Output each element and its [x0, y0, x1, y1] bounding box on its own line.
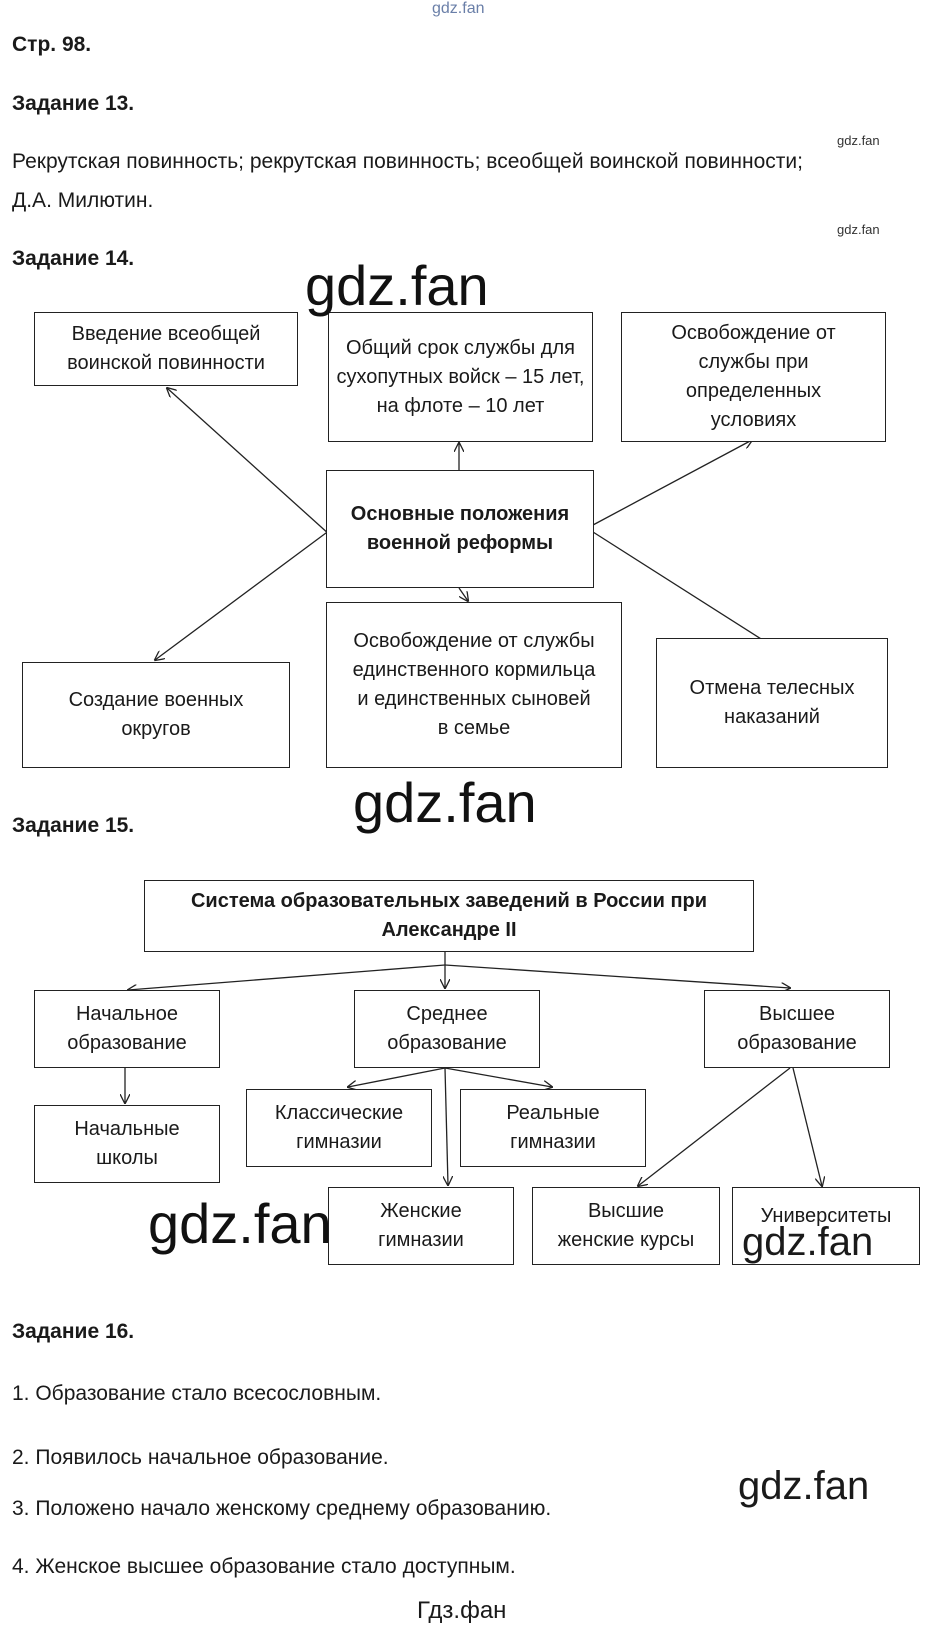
box-classical-gymnasiums: Классические гимназии	[246, 1089, 432, 1167]
box-service-term: Общий срок службы для сухопутных войск –…	[328, 312, 593, 442]
task13-text-line2: Д.А. Милютин.	[12, 189, 154, 212]
arrow-to-punishments	[592, 531, 791, 658]
box-secondary-education: Среднее образование	[354, 990, 540, 1068]
arrow-to-districts	[155, 529, 331, 660]
box-higher-education: Высшее образование	[704, 990, 890, 1068]
box-women-gymnasiums: Женские гимназии	[328, 1187, 514, 1265]
arrow-to-exemption-conditions	[592, 440, 752, 526]
watermark-large: gdz.fan	[738, 1464, 870, 1508]
box-universities: Университеты	[732, 1187, 920, 1265]
page-reference: Стр. 98.	[12, 33, 92, 56]
arrow-to-universal-service	[167, 388, 331, 536]
task13-text-line1: Рекрутская повинность; рекрутская повинн…	[12, 150, 803, 173]
task16-item: 4. Женское высшее образование стало дост…	[12, 1555, 516, 1578]
task14-title: Задание 14.	[12, 247, 135, 270]
watermark-large: gdz.fan	[305, 254, 489, 317]
box-universal-service: Введение всеобщей воинской повинности	[34, 312, 298, 386]
task16-title: Задание 16.	[12, 1320, 135, 1343]
arrow-to-exemption-sons	[458, 587, 468, 601]
box-exemption-conditions: Освобождение от службы при определенных …	[621, 312, 886, 442]
watermark-small: gdz.fan	[837, 133, 880, 148]
watermark-top: gdz.fan	[432, 0, 485, 17]
box-primary-education: Начальное образование	[34, 990, 220, 1068]
arrow-to-classical	[348, 1067, 446, 1087]
arrow-to-women-courses	[638, 1067, 791, 1186]
watermark-small: gdz.fan	[837, 222, 880, 237]
task16-item: 3. Положено начало женскому среднему обр…	[12, 1497, 552, 1520]
box-corporal-punishment: Отмена телесных наказаний	[656, 638, 888, 768]
box-real-gymnasiums: Реальные гимназии	[460, 1089, 646, 1167]
arrow-to-universities	[792, 1067, 822, 1186]
arrow-to-primary	[128, 964, 446, 990]
task16-item: 2. Появилось начальное образование.	[12, 1446, 389, 1469]
arrow-to-real	[444, 1067, 552, 1087]
task13-title: Задание 13.	[12, 92, 135, 115]
arrow-to-higher	[444, 964, 790, 988]
box-military-districts: Создание военных округов	[22, 662, 290, 768]
task16-item: 1. Образование стало всесословным.	[12, 1382, 382, 1405]
watermark-large: gdz.fan	[148, 1192, 332, 1255]
box-women-higher-courses: Высшие женские курсы	[532, 1187, 720, 1265]
watermark-large: gdz.fan	[353, 771, 537, 834]
box-military-reform-center: Основные положения военной реформы	[326, 470, 594, 588]
task15-title: Задание 15.	[12, 814, 135, 837]
box-education-system-root: Система образовательных заведений в Росс…	[144, 880, 754, 952]
watermark-footer: Гдз.фан	[417, 1597, 507, 1624]
box-exemption-sons: Освобождение от службы единственного кор…	[326, 602, 622, 768]
watermark-large: gdz.fan	[742, 1220, 874, 1264]
box-primary-schools: Начальные школы	[34, 1105, 220, 1183]
arrow-to-women-gym	[445, 1067, 448, 1185]
